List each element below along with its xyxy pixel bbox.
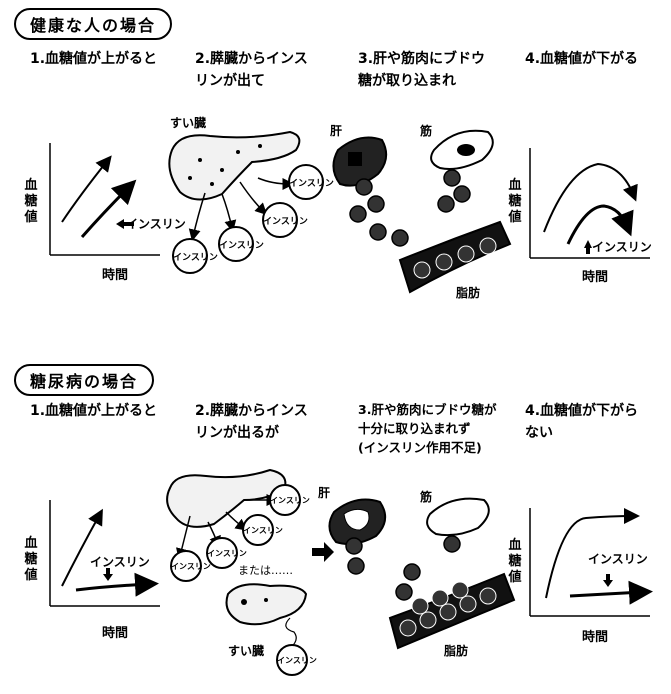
diabetic-graph1-insulin-label: インスリン: [90, 555, 150, 569]
insulin-ball: インスリン: [243, 526, 283, 535]
healthy-graph1-y-label: 血糖値: [24, 178, 38, 225]
diabetic-step-2: 2.膵臓からインス リンが出るが: [195, 403, 308, 441]
diabetic-graph1-x-label: 時間: [102, 626, 129, 641]
healthy-pancreas-label: すい臓: [170, 116, 207, 130]
diabetic-or-label: または……: [238, 564, 293, 577]
insulin-ball: インスリン: [277, 656, 317, 665]
insulin-ball: インスリン: [270, 496, 310, 505]
healthy-step-3: 3.肝や筋肉にブドウ 糖が取り込まれ: [358, 51, 486, 89]
insulin-ball: インスリン: [263, 217, 308, 227]
diabetic-fat-label: 脂肪: [444, 644, 469, 658]
insulin-ball: インスリン: [289, 179, 334, 189]
diabetic-step-1: 1.血糖値が上がると: [30, 403, 158, 419]
healthy-graph1-x-label: 時間: [102, 268, 129, 283]
healthy-graph4-insulin-label: インスリン: [592, 240, 652, 254]
diabetic-graph4-x-label: 時間: [582, 630, 609, 645]
healthy-step-4: 4.血糖値が下がる: [525, 51, 639, 67]
diabetic-section-title: 糖尿病の場合: [14, 364, 155, 396]
healthy-graph4-x-label: 時間: [582, 270, 609, 285]
diabetic-pancreas-label: すい臓: [228, 644, 265, 658]
healthy-section-title: 健康な人の場合: [14, 8, 173, 40]
insulin-ball: インスリン: [171, 562, 211, 571]
healthy-liver-label: 肝: [330, 124, 343, 138]
diabetic-muscle-label: 筋: [420, 490, 433, 504]
diabetic-liver-label: 肝: [318, 486, 331, 500]
diabetic-step-3: 3.肝や筋肉にブドウ糖が 十分に取り込まれず (インスリン作用不足): [358, 402, 497, 455]
healthy-step-2: 2.膵臓からインス リンが出て: [195, 51, 308, 89]
diabetic-graph4-insulin-label: インスリン: [588, 552, 648, 566]
insulin-ball: インスリン: [219, 241, 264, 251]
diabetic-graph1-y-label: 血糖値: [24, 536, 38, 583]
healthy-muscle-label: 筋: [420, 124, 433, 138]
healthy-graph4-y-label: 血糖値: [508, 178, 522, 225]
insulin-ball: インスリン: [173, 253, 218, 263]
healthy-step-1: 1.血糖値が上がると: [30, 51, 158, 67]
diabetic-graph4-y-label: 血糖値: [508, 538, 522, 585]
diabetic-step-4: 4.血糖値が下がら ない: [525, 403, 639, 441]
healthy-graph1-insulin-label: インスリン: [126, 217, 186, 231]
healthy-fat-label: 脂肪: [456, 286, 481, 300]
insulin-ball: インスリン: [207, 549, 247, 558]
